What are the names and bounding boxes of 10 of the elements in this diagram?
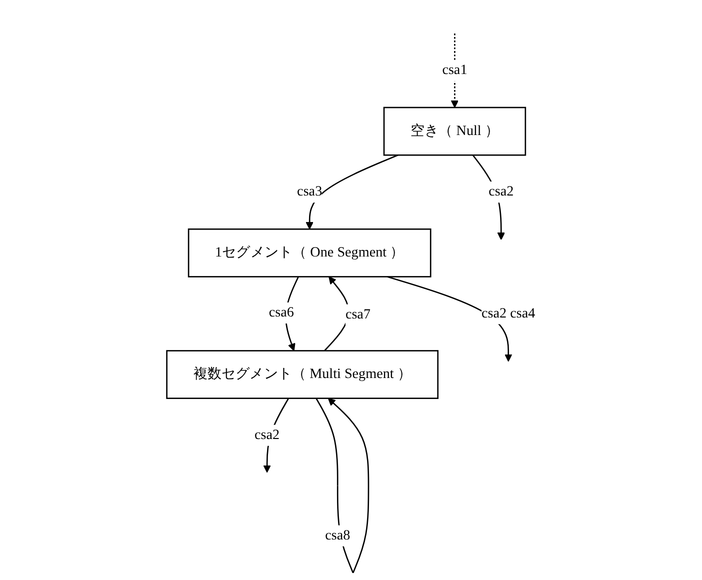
arrow (306, 154, 398, 230)
edge-label: csa6 (268, 302, 294, 324)
state-box: 複数セグメント（ Multi Segment ） (166, 350, 439, 399)
edge-label: csa2 (488, 182, 514, 203)
edge-label: csa8 (325, 528, 350, 543)
edge-label: csa7 (345, 304, 370, 326)
state-box: 1セグメント（ One Segment ） (188, 228, 432, 278)
edge-label: csa2 (254, 424, 280, 446)
edge-label: csa1 (442, 60, 468, 82)
state-box: 空き（ Null ） (383, 106, 526, 156)
